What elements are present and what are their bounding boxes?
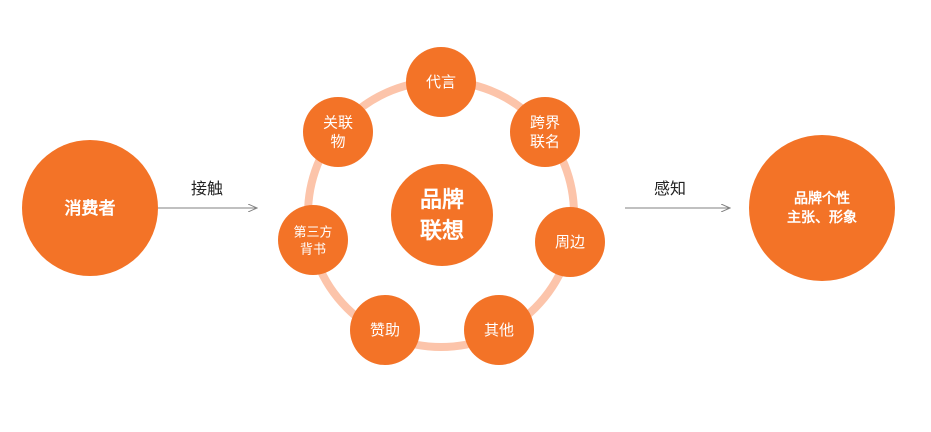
association-node-circle: [303, 97, 373, 167]
result-node: 品牌个性 主张、形象: [749, 135, 895, 281]
association-node-label: 关联: [323, 114, 353, 132]
association-node: 赞助: [350, 295, 420, 365]
association-node-label: 背书: [300, 243, 326, 258]
association-node-label: 周边: [555, 233, 585, 251]
association-node-label: 联名: [530, 133, 560, 151]
association-node-label: 跨界: [530, 114, 560, 132]
association-node-circle: [350, 295, 420, 365]
association-node-circle: [464, 295, 534, 365]
association-node-circle: [535, 207, 605, 277]
center-line2: 联想: [420, 219, 464, 244]
association-node-label: 代言: [426, 73, 456, 91]
association-node-label: 物: [330, 133, 345, 151]
center-node: 品牌 联想: [391, 164, 493, 266]
result-line1: 品牌个性: [794, 190, 850, 207]
consumer-label: 消费者: [65, 198, 116, 219]
association-node: 关联物: [303, 97, 373, 167]
consumer-node: 消费者: [22, 140, 158, 276]
association-node-circle: [406, 47, 476, 117]
result-line2: 主张、形象: [787, 209, 857, 226]
association-node-label: 第三方: [293, 225, 332, 241]
center-line1: 品牌: [420, 187, 464, 213]
perceive-label: 感知: [654, 179, 686, 198]
association-node: 代言: [406, 47, 476, 117]
association-node-circle: [510, 97, 580, 167]
association-node-label: 赞助: [370, 321, 400, 339]
association-node-label: 其他: [484, 321, 514, 339]
contact-label: 接触: [191, 179, 223, 198]
association-node: 其他: [464, 295, 534, 365]
association-node: 周边: [535, 207, 605, 277]
association-node-circle: [278, 205, 348, 275]
